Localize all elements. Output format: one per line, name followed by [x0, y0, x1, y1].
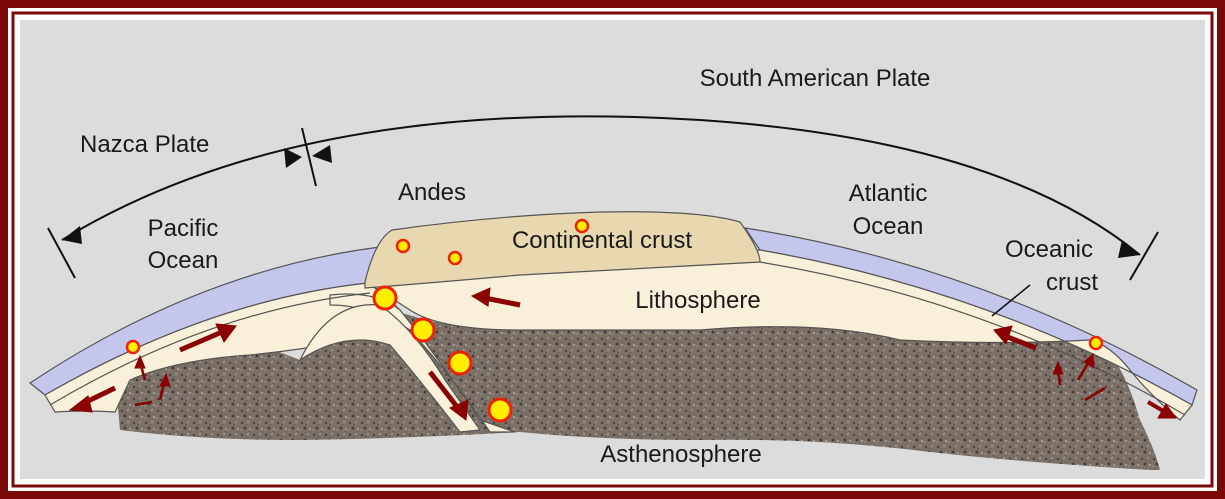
burst-icon	[449, 252, 461, 264]
burst-icon	[397, 240, 409, 252]
label-pacific-ocean-1: Pacific	[148, 215, 219, 242]
label-south-american-plate: South American Plate	[700, 65, 931, 92]
burst-icon	[412, 319, 434, 341]
burst-icon	[1090, 337, 1102, 349]
label-pacific-ocean-2: Ocean	[148, 247, 219, 274]
label-nazca-plate: Nazca Plate	[80, 131, 209, 158]
label-oceanic-crust-2: crust	[1046, 269, 1098, 296]
label-continental-crust: Continental crust	[512, 227, 692, 254]
label-atlantic-ocean-2: Ocean	[853, 213, 924, 240]
burst-icon	[449, 352, 471, 374]
label-andes: Andes	[398, 179, 466, 206]
label-lithosphere: Lithosphere	[635, 287, 760, 314]
burst-icon	[127, 341, 139, 353]
label-asthenosphere: Asthenosphere	[600, 441, 761, 468]
label-oceanic-crust-1: Oceanic	[1005, 236, 1093, 263]
burst-icon	[489, 399, 511, 421]
burst-icon	[374, 287, 396, 309]
label-atlantic-ocean-1: Atlantic	[849, 180, 928, 207]
